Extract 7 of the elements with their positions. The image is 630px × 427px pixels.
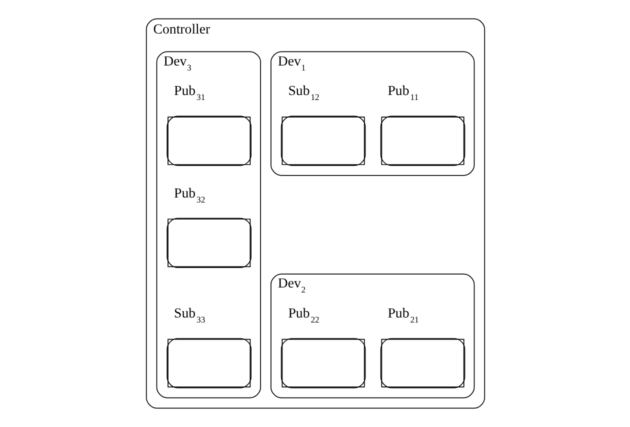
node-label: Pub$_{31}$ — [174, 83, 205, 102]
node-label: Sub$_{33}$ — [174, 306, 205, 325]
node-label: Pub$_{21}$ — [387, 306, 418, 325]
node-label: Pub$_{11}$ — [387, 83, 418, 102]
node-label: Sub$_{12}$ — [288, 83, 319, 102]
node-label: Pub$_{22}$ — [288, 306, 319, 325]
node-label: Pub$_{32}$ — [174, 185, 205, 204]
